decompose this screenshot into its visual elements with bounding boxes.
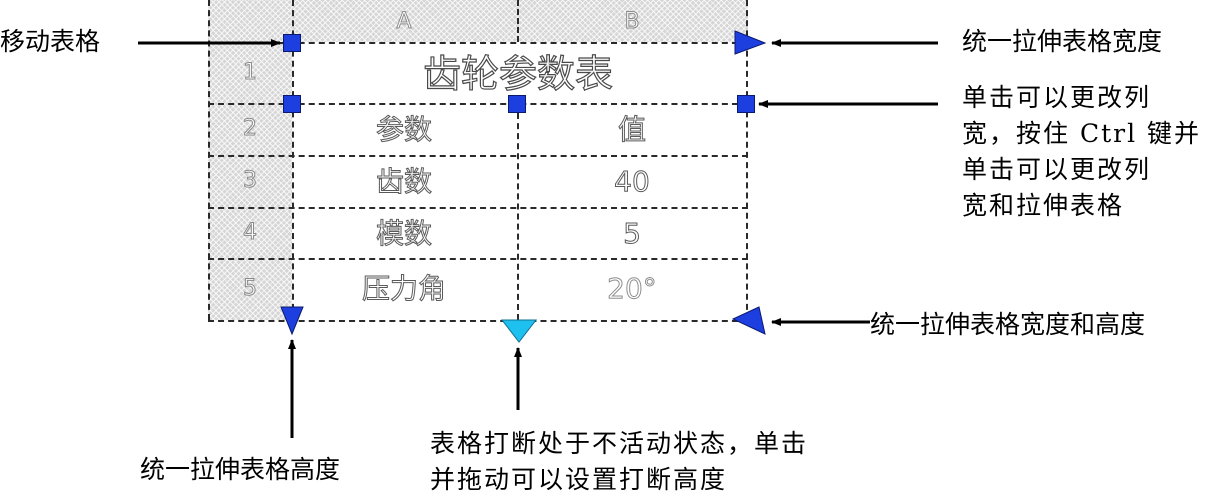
- grid-line: [208, 103, 748, 105]
- column-width-grip-icon[interactable]: [283, 95, 301, 113]
- column-width-label: 单击可以更改列 宽，按住 Ctrl 键并 单击可以更改列 宽和拉伸表格: [962, 83, 1202, 220]
- row-number: 3: [243, 168, 258, 193]
- grid-line: [208, 42, 748, 44]
- table-cell: 模数: [375, 217, 433, 250]
- stretch-width-height-label: 统一拉伸表格宽度和高度: [870, 310, 1146, 339]
- row-number-header: [208, 0, 292, 320]
- table-cell: 40: [614, 165, 651, 198]
- move-table-label: 移动表格: [0, 27, 101, 56]
- column-letter: A: [396, 9, 412, 34]
- table-title: 齿轮参数表: [422, 52, 614, 96]
- column-width-grip-icon[interactable]: [508, 95, 526, 113]
- stretch-height-arrow-icon[interactable]: [280, 306, 304, 336]
- grid-line: [208, 320, 748, 322]
- table-cell: 20°: [607, 272, 658, 305]
- table-cell: 齿数: [375, 165, 433, 198]
- grid-line: [208, 155, 748, 157]
- grid-line: [208, 258, 748, 260]
- row-number: 2: [243, 116, 258, 141]
- table-break-arrow-icon[interactable]: [500, 319, 538, 343]
- break-table-label: 表格打断处于不活动状态，单击 并拖动可以设置打断高度: [430, 429, 809, 494]
- grid-line: [208, 207, 748, 209]
- table-cell: 压力角: [361, 272, 447, 305]
- stretch-height-label: 统一拉伸表格高度: [140, 455, 341, 484]
- row-number: 5: [243, 276, 258, 301]
- table-header-cell: 参数: [375, 113, 433, 146]
- column-letter: B: [624, 9, 640, 34]
- grid-line: [746, 0, 748, 320]
- grid-line: [208, 0, 210, 320]
- move-grip-icon[interactable]: [283, 34, 301, 52]
- stretch-width-label: 统一拉伸表格宽度: [962, 27, 1163, 56]
- grid-line: [517, 0, 519, 42]
- stretch-width-arrow-icon[interactable]: [734, 30, 767, 55]
- stretch-width-height-arrow-icon[interactable]: [731, 306, 766, 335]
- table-header-cell: 值: [617, 113, 647, 146]
- table-cell: 5: [623, 217, 642, 250]
- grid-line: [292, 0, 294, 320]
- row-number: 4: [243, 220, 258, 245]
- grid-line: [517, 103, 519, 320]
- column-width-grip-icon[interactable]: [737, 95, 755, 113]
- row-number: 1: [243, 60, 258, 85]
